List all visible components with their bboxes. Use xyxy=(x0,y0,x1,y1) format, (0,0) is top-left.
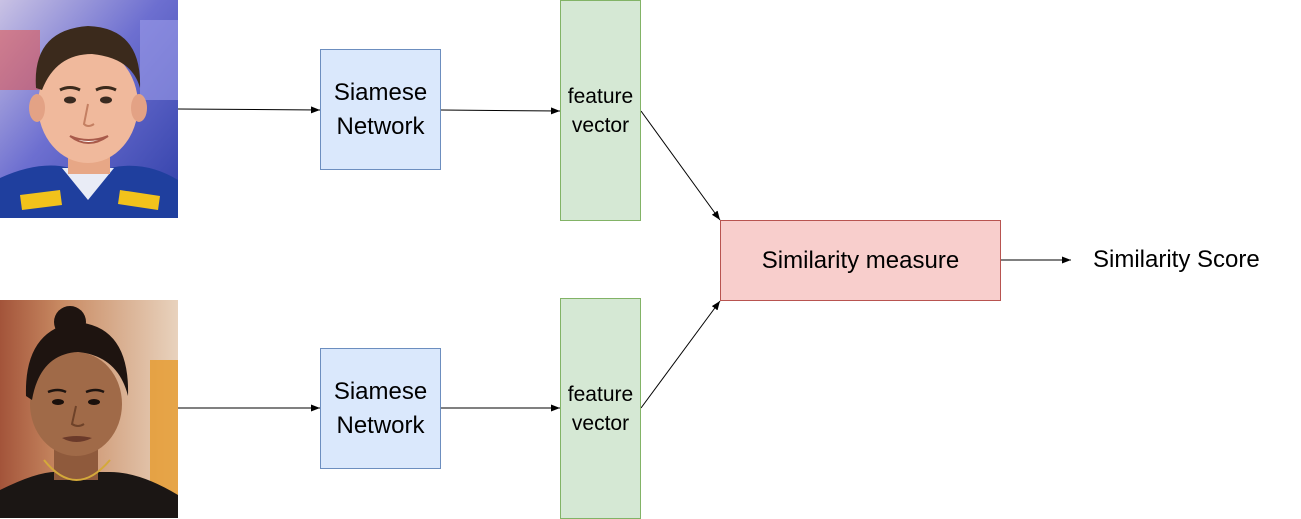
feature-vector-label-line2: vector xyxy=(571,411,630,435)
face-photo-bottom xyxy=(0,300,178,518)
feature-vector-label-line1: feature xyxy=(567,84,634,108)
similarity-score-label: Similarity Score xyxy=(1093,246,1260,273)
siamese-network-label-line2: Network xyxy=(336,411,425,439)
feature-vector-label-line2: vector xyxy=(571,113,630,137)
feature-vector-label-line1: feature xyxy=(567,382,634,406)
arrow-feature-bottom-to-similarity xyxy=(640,300,721,409)
feature-vector-box-top: feature vector xyxy=(560,0,641,221)
similarity-measure-label: Similarity measure xyxy=(761,246,960,274)
similarity-measure-box: Similarity measure xyxy=(720,220,1001,301)
siamese-network-label-line1: Siamese xyxy=(333,78,428,106)
siamese-network-label-line1: Siamese xyxy=(333,377,428,405)
siamese-network-label-line2: Network xyxy=(336,112,425,140)
arrow-feature-top-to-similarity xyxy=(640,110,721,221)
arrow-siamese-top-to-feature-top xyxy=(440,107,561,115)
man-face-icon xyxy=(0,0,178,218)
siamese-network-box-bottom: Siamese Network xyxy=(320,348,441,469)
feature-vector-box-bottom: feature vector xyxy=(560,298,641,519)
woman-face-icon xyxy=(0,300,178,518)
face-photo-top xyxy=(0,0,178,218)
siamese-network-box-top: Siamese Network xyxy=(320,49,441,170)
arrow-photo-top-to-siamese-top xyxy=(177,106,321,114)
